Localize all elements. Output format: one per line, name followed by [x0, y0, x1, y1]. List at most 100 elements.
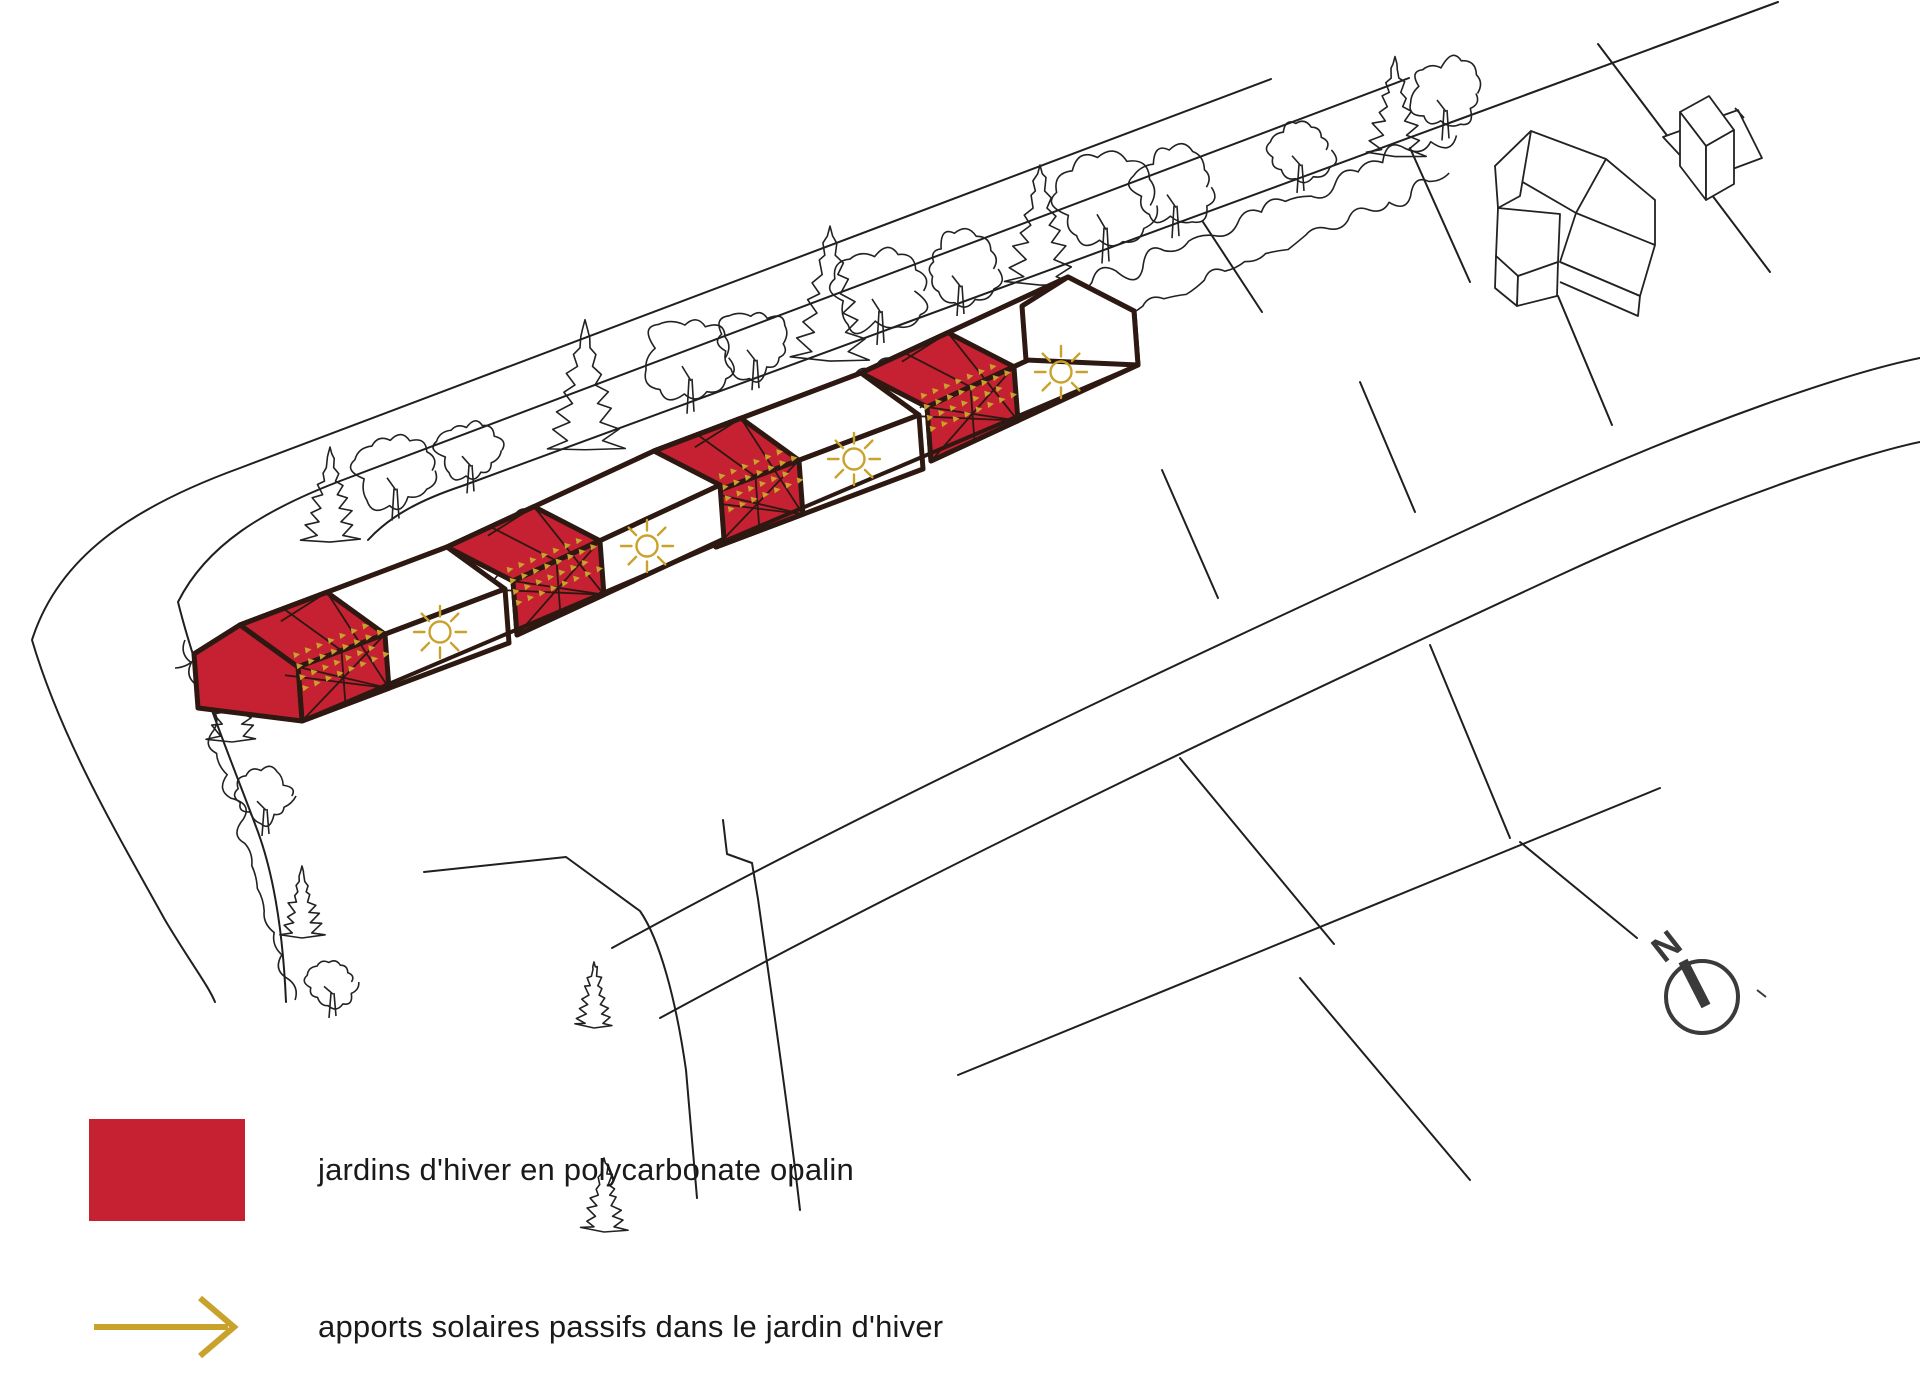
solar-arrow-glyph [969, 384, 977, 391]
solar-arrow-glyph [509, 577, 517, 585]
solar-arrow-glyph [981, 379, 988, 387]
solar-arrow-glyph [750, 496, 758, 503]
solar-arrow-glyph [764, 454, 772, 461]
solar-arrow-glyph [296, 663, 304, 670]
solar-arrow-glyph [596, 566, 603, 573]
solar-arrow-glyph [779, 460, 787, 467]
solar-arrow-glyph [964, 411, 971, 418]
solar-arrow-glyph [590, 544, 597, 551]
solar-arrow-glyph [770, 476, 778, 483]
solar-arrow-glyph [739, 501, 747, 508]
sun-icons [412, 344, 1089, 660]
solar-arrow-glyph [342, 643, 350, 651]
solar-arrow-glyph [325, 675, 333, 682]
solar-arrow-glyph [575, 537, 583, 545]
solar-arrow-glyph [365, 634, 373, 641]
conifer-tree-icon [579, 1157, 629, 1233]
solar-arrow-glyph [336, 670, 344, 677]
solar-arrow-glyph [527, 594, 534, 602]
solar-arrow-glyph [371, 656, 379, 663]
solar-arrow-glyph [345, 654, 353, 662]
solar-arrow-glyph [776, 449, 784, 456]
solar-arrow-glyph [923, 403, 931, 411]
solar-arrow-glyph [359, 661, 367, 668]
conifer-tree-icon [1003, 164, 1078, 286]
solar-arrow-glyph [348, 665, 356, 673]
solar-arrow-glyph [518, 561, 525, 569]
solar-arrow-glyph [741, 463, 749, 470]
solar-arrow-glyph [727, 506, 735, 513]
solar-arrow-glyph [578, 548, 586, 556]
solar-arrow-glyph [744, 474, 752, 481]
solar-arrow-glyph [998, 396, 1006, 404]
solar-arrow-glyph [984, 390, 991, 398]
solar-arrow-glyph [541, 552, 548, 559]
solar-arrow-glyph [987, 401, 994, 409]
solar-arrow-glyph [978, 368, 985, 376]
solar-arrow-glyph [972, 395, 980, 402]
solar-arrow-glyph [920, 392, 928, 400]
solar-gain-chevrons [293, 623, 390, 692]
solar-arrow-glyph [319, 653, 327, 660]
solar-arrow-glyph [368, 645, 376, 652]
solar-arrow-glyph [785, 482, 793, 489]
solar-arrow-glyph [790, 455, 798, 462]
solar-arrow-glyph [330, 648, 338, 655]
solar-arrow-glyph [316, 642, 324, 649]
conifer-tree-icon [574, 961, 613, 1029]
neighbor-house [1494, 95, 1763, 317]
solar-arrow-glyph [356, 650, 364, 657]
solar-arrow-glyph [561, 580, 569, 587]
solar-arrow-glyph [1010, 392, 1017, 399]
solar-arrow-glyph [767, 465, 775, 472]
solar-arrow-glyph [521, 572, 528, 580]
solar-arrow-glyph [946, 394, 954, 401]
solar-gain-chevrons [506, 537, 603, 607]
solar-arrow-glyph [299, 674, 307, 681]
solar-arrow-glyph [350, 628, 358, 635]
solar-arrow-glyph [512, 588, 520, 596]
solar-arrow-glyph [570, 564, 577, 572]
solar-arrow-glyph [558, 569, 566, 576]
solar-arrow-glyph [524, 583, 531, 591]
conifer-tree-icon [1365, 55, 1427, 158]
solar-arrow-glyph [952, 416, 960, 423]
solar-arrow-glyph [733, 479, 741, 486]
solar-arrow-glyph [935, 398, 942, 406]
sun-icon [412, 604, 468, 660]
solar-arrow-glyph [995, 385, 1003, 393]
solar-arrow-glyph [322, 664, 330, 671]
solar-arrow-glyph [362, 623, 370, 630]
conifer-tree-icon [299, 446, 362, 543]
solar-arrow-glyph [975, 406, 983, 413]
sun-icon [1033, 344, 1089, 400]
solar-arrow-glyph [307, 658, 315, 665]
solar-arrow-glyph [313, 680, 321, 687]
solar-arrow-glyph [581, 559, 589, 567]
housing-row [191, 274, 1141, 724]
solar-arrow-glyph [529, 557, 537, 564]
solar-arrow-glyph [949, 405, 957, 412]
building-module [191, 544, 512, 724]
solar-arrow-glyph [958, 389, 965, 396]
solar-arrow-glyph [736, 490, 744, 497]
solar-arrow-glyph [753, 458, 761, 466]
solar-arrow-glyph [721, 484, 729, 491]
sun-icon [826, 431, 882, 487]
solar-arrow-glyph [302, 685, 310, 692]
solar-gain-chevrons [707, 449, 804, 518]
solar-arrow-glyph [966, 373, 974, 380]
solar-arrow-glyph [538, 590, 546, 597]
solar-arrow-glyph [938, 409, 945, 417]
solar-arrow-glyph [718, 473, 726, 480]
solar-arrow-glyph [567, 553, 574, 561]
solar-arrow-glyph [304, 647, 312, 654]
solar-arrow-glyph [552, 547, 560, 554]
solar-arrow-glyph [762, 491, 770, 499]
solar-arrow-glyph [941, 420, 948, 428]
building-module [605, 370, 926, 550]
solar-arrow-glyph [782, 471, 790, 478]
solar-arrow-glyph [532, 568, 540, 575]
